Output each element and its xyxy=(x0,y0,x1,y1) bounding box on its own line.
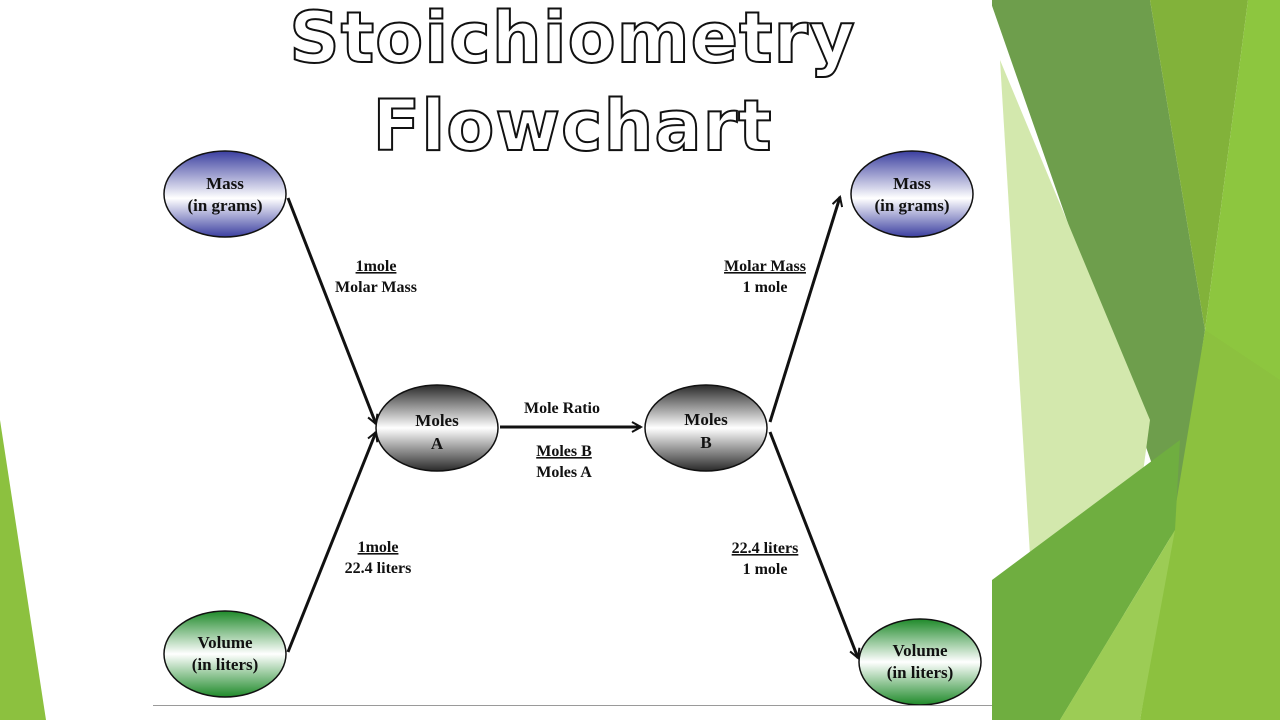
node-mass-left-line2: (in grams) xyxy=(187,196,262,215)
label-mass-to-moles-a-denominator: Molar Mass xyxy=(335,279,417,296)
label-moles-b-to-volume-denominator: 1 mole xyxy=(743,561,788,578)
node-volume-right-line2: (in liters) xyxy=(887,663,954,682)
label-moles-b-to-volume: 22.4 liters 1 mole xyxy=(732,540,799,578)
label-moles-b-to-mass-numerator: Molar Mass xyxy=(724,258,806,275)
label-moles-b-to-volume-numerator: 22.4 liters xyxy=(732,540,799,557)
bg-shape-left-green xyxy=(0,420,46,720)
node-mass-right: Mass (in grams) xyxy=(850,150,974,238)
label-volume-to-moles-a-denominator: 22.4 liters xyxy=(345,560,412,577)
label-mass-to-moles-a: 1mole Molar Mass xyxy=(335,258,417,296)
arrow-moles-b-to-volume xyxy=(768,431,858,658)
node-mass-right-line2: (in grams) xyxy=(874,196,949,215)
bg-shape-dark-green xyxy=(990,0,1205,530)
label-mole-ratio: Mole Ratio Moles B Moles A xyxy=(524,400,600,481)
node-volume-left-line1: Volume xyxy=(197,633,253,652)
arrow-mass-to-moles-a xyxy=(286,197,376,424)
label-volume-to-moles-a-numerator: 1mole xyxy=(358,539,399,556)
node-volume-left-line2: (in liters) xyxy=(192,655,259,674)
bg-shape-green-right xyxy=(1140,330,1280,720)
label-volume-to-moles-a: 1mole 22.4 liters xyxy=(345,539,412,577)
node-moles-b: Moles B xyxy=(644,384,768,472)
bg-shape-green-top xyxy=(1150,0,1248,330)
node-mass-left: Mass (in grams) xyxy=(163,150,287,238)
node-moles-a-line1: Moles xyxy=(415,411,459,430)
node-moles-b-line1: Moles xyxy=(684,410,728,429)
node-volume-right: Volume (in liters) xyxy=(858,618,982,705)
node-mass-right-line1: Mass xyxy=(893,174,931,193)
label-mass-to-moles-a-numerator: 1mole xyxy=(356,258,397,275)
bg-shape-mid-green xyxy=(992,440,1180,720)
node-volume-right-line1: Volume xyxy=(892,641,948,660)
node-moles-a-line2: A xyxy=(431,434,444,453)
label-moles-b-to-mass-denominator: 1 mole xyxy=(743,279,788,296)
arrow-moles-b-to-mass xyxy=(768,197,840,423)
bg-shape-light-green xyxy=(1060,530,1175,720)
stoichiometry-diagram: Mass (in grams) Volume (in liters) Moles… xyxy=(163,150,982,705)
page-title: Stoichiometry Flowchart xyxy=(288,0,856,168)
node-moles-a: Moles A xyxy=(375,384,499,472)
label-mole-ratio-denominator: Moles A xyxy=(536,464,592,481)
flowchart-image: Stoichiometry Flowchart xyxy=(153,0,992,706)
label-mole-ratio-numerator: Moles B xyxy=(536,443,592,460)
label-moles-b-to-mass: Molar Mass 1 mole xyxy=(724,258,806,296)
node-mass-left-line1: Mass xyxy=(206,174,244,193)
node-volume-left: Volume (in liters) xyxy=(163,610,287,698)
label-mole-ratio-heading: Mole Ratio xyxy=(524,400,600,417)
arrow-volume-to-moles-a xyxy=(286,432,376,653)
bg-shape-bright-green xyxy=(1205,0,1280,420)
node-moles-b-line2: B xyxy=(700,433,711,452)
